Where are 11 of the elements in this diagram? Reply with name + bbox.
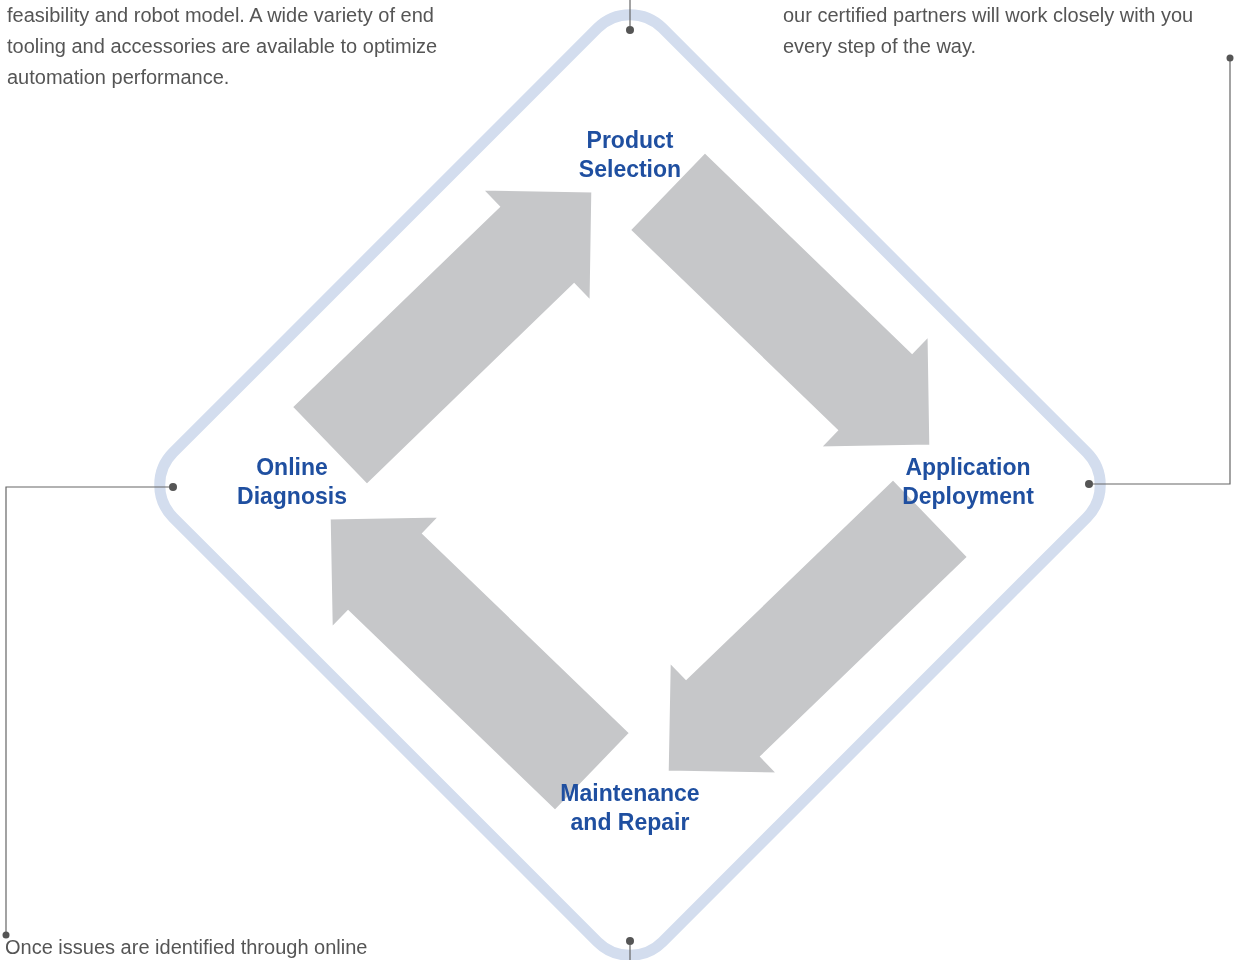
leader-line [1092,54,1234,485]
leader-line [629,944,631,960]
stage-label: Maintenance and Repair [559,779,701,837]
stage-label: Product Selection [577,126,683,184]
leader-line [629,0,631,27]
description-text: our certified partners will work closely with you every step of the way. [783,3,1195,59]
description-text: feasibility and robot model. A wide variety of end tooling and accessories are available to optimize automation performance. [7,3,439,90]
stage-label: Online Diagnosis [236,453,348,511]
leader-line [2,486,170,939]
stage-label: Application Deployment [901,453,1035,511]
description-text: Once issues are identified through online [5,935,369,959]
